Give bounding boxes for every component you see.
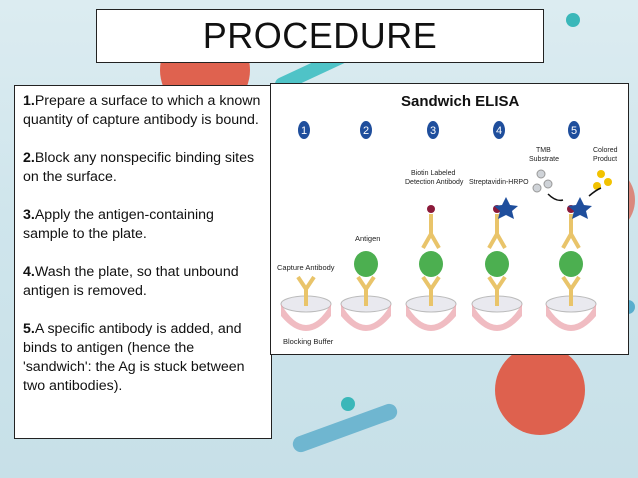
streptavidin-icon [494,197,592,219]
label-streptavidin: Streptavidin-HRPO [469,179,529,186]
antibody-icon [296,275,581,306]
colored-product-icon [593,170,612,190]
antigen-icon [354,251,583,277]
step-number-5: 5 [568,121,580,139]
step-number-4: 4 [493,121,505,139]
arrow-icon [547,187,602,202]
label-tmb-1: TMB [536,147,551,154]
step-number-2: 2 [360,121,372,139]
step-item: 5.A specific antibody is added, and bind… [23,321,245,394]
svg-text:3: 3 [430,125,436,137]
label-colored-1: Colored [593,147,618,154]
label-tmb-2: Substrate [529,156,559,163]
label-capture-antibody: Capture Antibody [277,263,335,272]
dot-icon [341,397,355,411]
label-biotin-2: Detection Antibody [405,179,464,186]
tmb-substrate-icon [532,169,553,193]
step-number-1: 1 [298,121,310,139]
svg-text:1: 1 [301,125,307,137]
label-blocking-buffer: Blocking Buffer [283,337,334,346]
svg-text:2: 2 [363,125,369,137]
label-antigen: Antigen [355,234,380,243]
sandwich-elisa-diagram: Sandwich ELISA 1 2 3 4 5 Capture Antibod… [270,83,629,355]
title-box: PROCEDURE [96,9,544,63]
well-icon [280,295,597,331]
step-item: 2.Block any nonspecific binding sites on… [23,150,255,185]
step-item: 1.Prepare a surface to which a known qua… [23,93,261,128]
page-title: PROCEDURE [202,15,438,56]
dot-icon [566,13,580,27]
step-number-3: 3 [427,121,439,139]
label-colored-2: Product [593,156,617,163]
detection-antibody-icon [421,214,581,249]
svg-text:5: 5 [571,125,577,137]
step-item: 3.Apply the antigen-containing sample to… [23,207,214,242]
diagram-heading: Sandwich ELISA [401,93,520,110]
svg-text:4: 4 [496,125,502,137]
step-item: 4.Wash the plate, so that unbound antige… [23,264,239,299]
label-biotin-1: Biotin Labeled [411,170,455,177]
procedure-steps: 1.Prepare a surface to which a known qua… [14,85,272,439]
